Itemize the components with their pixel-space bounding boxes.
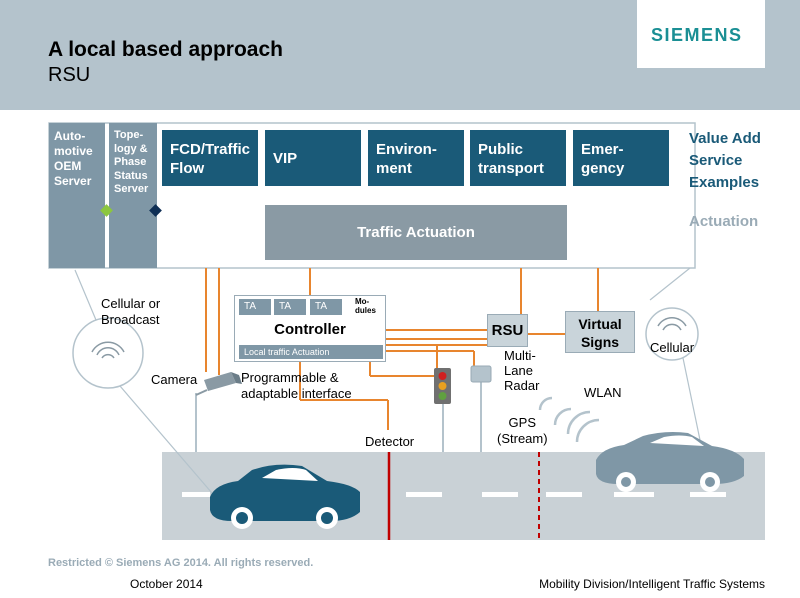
value-add-line: Examples bbox=[689, 174, 760, 191]
service-label: Flow bbox=[170, 160, 205, 177]
service-label: FCD/Traffic bbox=[170, 141, 251, 158]
topology-server-line: Status bbox=[114, 169, 148, 182]
radar-icon bbox=[470, 365, 492, 383]
service-label: Public bbox=[478, 141, 524, 158]
service-vip: VIP bbox=[265, 130, 361, 186]
oem-server-column: Auto- motive OEM Server bbox=[49, 123, 105, 268]
service-label: Environ- bbox=[376, 141, 437, 158]
traffic-actuation-box: Traffic Actuation bbox=[265, 205, 567, 260]
oem-server-line: Auto- bbox=[54, 129, 86, 143]
traffic-actuation-label: Traffic Actuation bbox=[357, 224, 475, 241]
ta-box: TA bbox=[310, 299, 342, 315]
wlan-label: WLAN bbox=[584, 385, 622, 400]
footer-division: Mobility Division/Intelligent Traffic Sy… bbox=[539, 577, 765, 591]
cellular-circle bbox=[645, 307, 699, 361]
radar-label: Multi- Lane Radar bbox=[504, 348, 539, 393]
topology-server-line: Server bbox=[114, 183, 149, 195]
cellular-broadcast-circle bbox=[72, 317, 144, 389]
car-left-icon bbox=[210, 464, 360, 529]
label-line: adaptable interface bbox=[241, 386, 352, 401]
cellular-label: Cellular bbox=[650, 340, 695, 355]
virtual-signs-line: Virtual bbox=[578, 316, 622, 332]
detector-label: Detector bbox=[365, 434, 415, 449]
camera-icon bbox=[195, 372, 242, 396]
oem-server-line: OEM bbox=[54, 159, 82, 173]
page-title: A local based approach bbox=[48, 38, 283, 61]
virtual-signs-box: Virtual Signs bbox=[565, 311, 635, 353]
signal-icon bbox=[657, 317, 687, 331]
local-actuation-bar: Local traffic Actuation bbox=[239, 345, 383, 359]
logo-box bbox=[637, 0, 765, 70]
footer-date: October 2014 bbox=[130, 577, 203, 591]
wlan-waves-icon bbox=[538, 396, 600, 443]
label-line: GPS bbox=[508, 415, 537, 430]
signal-icon bbox=[91, 341, 125, 359]
topology-server-line: Phase bbox=[114, 156, 147, 168]
service-public-transport: Public transport bbox=[470, 130, 566, 186]
modules-label: Mo- dules bbox=[355, 297, 376, 315]
gps-label: GPS (Stream) bbox=[497, 415, 548, 447]
service-label: ment bbox=[376, 160, 412, 177]
topology-server-line: Tope- bbox=[114, 129, 144, 141]
value-add-label: Value Add Service Examples bbox=[689, 128, 761, 194]
label-line: Lane bbox=[504, 363, 533, 378]
rsu-label: RSU bbox=[491, 322, 524, 339]
programmable-interface-label: Programmable & adaptable interface bbox=[241, 370, 352, 402]
topology-server-column: Tope- logy & Phase Status Server bbox=[109, 123, 157, 268]
label-line: Programmable & bbox=[241, 370, 339, 385]
restricted-notice: Restricted © Siemens AG 2014. All rights… bbox=[48, 557, 314, 569]
value-add-line: Value Add bbox=[689, 130, 761, 147]
virtual-signs-line: Signs bbox=[580, 334, 620, 350]
service-emergency: Emer- gency bbox=[573, 130, 669, 186]
ta-box: TA bbox=[274, 299, 306, 315]
oem-server-line: motive bbox=[54, 144, 93, 158]
siemens-logo: SIEMENS bbox=[651, 25, 743, 45]
camera-label: Camera bbox=[151, 372, 198, 387]
label-line: Broadcast bbox=[101, 312, 160, 327]
cellular-broadcast-label: Cellular or Broadcast bbox=[101, 296, 160, 328]
modules-line: Mo- bbox=[355, 297, 370, 306]
label-line: Radar bbox=[504, 378, 540, 393]
service-label: VIP bbox=[273, 150, 298, 167]
oem-server-line: Server bbox=[54, 174, 92, 188]
actuation-label: Actuation bbox=[689, 213, 759, 230]
label-line: Cellular or bbox=[101, 296, 161, 311]
service-label: gency bbox=[581, 160, 625, 177]
label-line: Multi- bbox=[504, 348, 536, 363]
traffic-light-icon bbox=[434, 368, 451, 404]
service-environment: Environ- ment bbox=[368, 130, 464, 186]
service-label: Emer- bbox=[581, 141, 624, 158]
page-subtitle: RSU bbox=[48, 64, 91, 86]
label-line: (Stream) bbox=[497, 431, 548, 446]
topology-server-line: logy & bbox=[114, 142, 148, 155]
value-add-line: Service bbox=[689, 152, 743, 169]
service-label: transport bbox=[478, 160, 544, 177]
controller-title: Controller bbox=[274, 321, 346, 338]
orange-connectors bbox=[205, 268, 599, 430]
rsu-box: RSU bbox=[487, 314, 528, 347]
ta-box: TA bbox=[239, 299, 271, 315]
modules-line: dules bbox=[355, 306, 376, 315]
service-fcd-traffic-flow: FCD/Traffic Flow bbox=[162, 130, 258, 186]
car-right-icon bbox=[596, 432, 744, 492]
